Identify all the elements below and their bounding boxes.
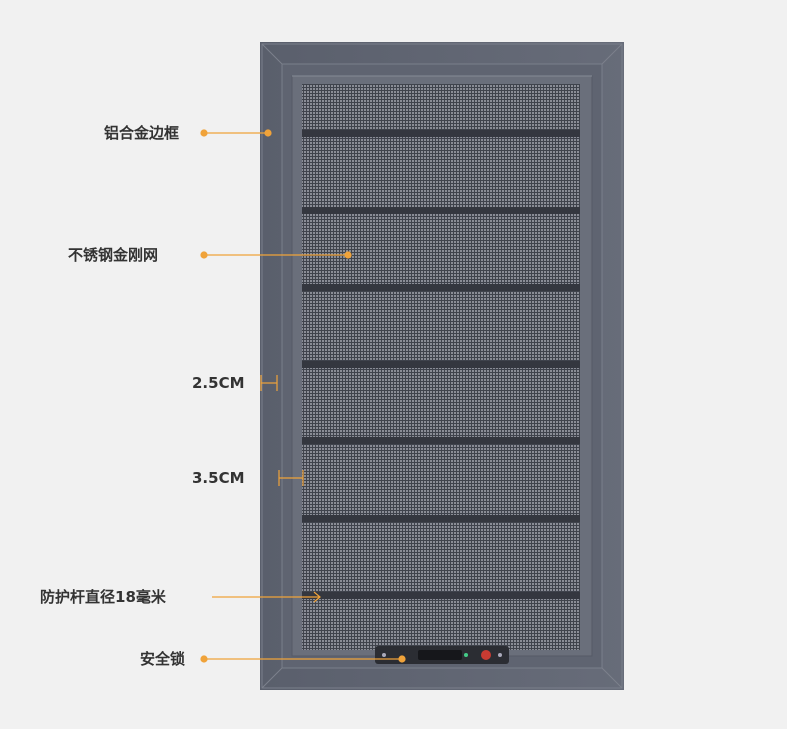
guard-bar (302, 361, 580, 368)
label-mesh: 不锈钢金刚网 (68, 246, 159, 264)
guard-bar (302, 207, 580, 214)
label-lock: 安全锁 (140, 650, 186, 668)
label-gap-large: 3.5CM (192, 469, 245, 487)
safety-lock (375, 646, 509, 664)
guard-bar (302, 592, 580, 599)
guard-bar (302, 437, 580, 444)
label-guard-bar: 防护杆直径18毫米 (40, 588, 166, 606)
guard-bars (302, 130, 580, 599)
label-gap-small: 2.5CM (192, 374, 245, 392)
label-frame: 铝合金边框 (104, 124, 180, 142)
guard-bar (302, 130, 580, 137)
guard-bar (302, 284, 580, 291)
guard-bar (302, 515, 580, 522)
leader-lines (200, 129, 406, 663)
